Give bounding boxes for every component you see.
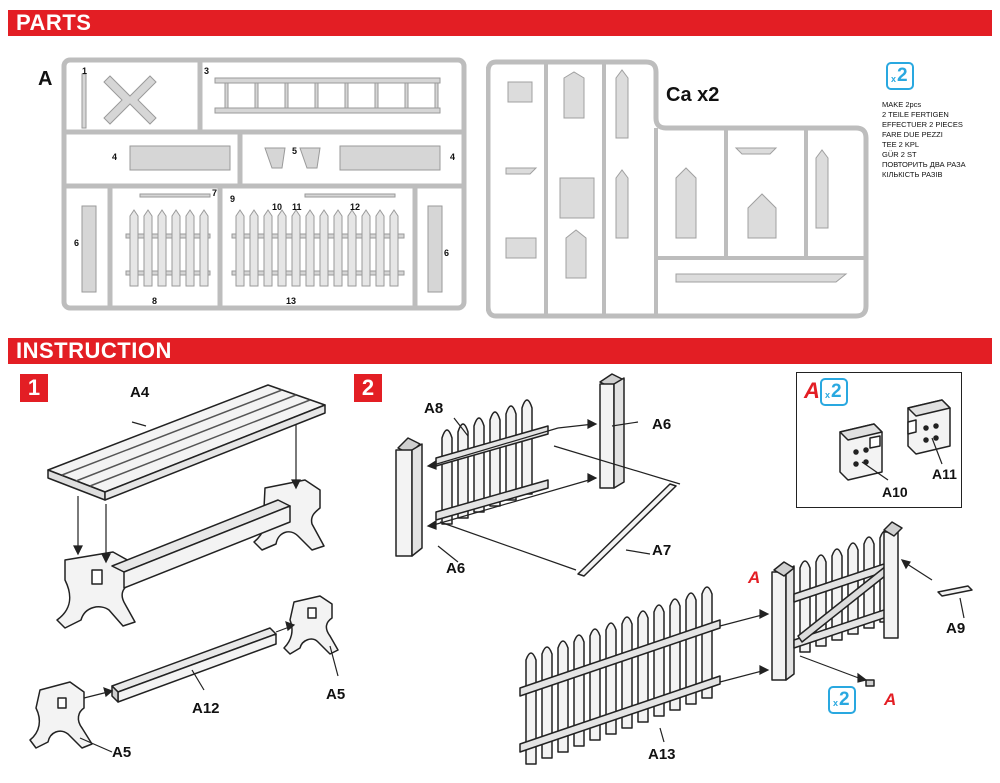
part-number: 1 — [82, 66, 88, 76]
label-a-red-2: A — [884, 690, 897, 709]
parts-header: PARTS — [8, 10, 992, 36]
part-number: 9 — [230, 194, 236, 204]
label-a13: A13 — [648, 746, 676, 763]
label-a6-left: A6 — [446, 560, 466, 577]
step-1-number: 1 — [20, 374, 48, 402]
label-a5-right: A5 — [326, 686, 346, 703]
label-a11: A11 — [932, 466, 957, 482]
make-line: TEE 2 KPL — [882, 140, 920, 149]
step-2-number: 2 — [354, 374, 382, 402]
label-a9: A9 — [946, 620, 966, 637]
make-line: ПОВТОРИТЬ ДВА РАЗА — [882, 160, 966, 169]
part-number: 12 — [350, 202, 361, 212]
make-line: EFFECTUER 2 PIECES — [882, 120, 963, 129]
make-line: GÜR 2 ST — [882, 150, 917, 159]
part-number: 3 — [204, 66, 210, 76]
sprue-a-frame — [61, 57, 467, 311]
inset-letter: A — [804, 378, 820, 403]
part-number: 4 — [112, 152, 118, 162]
part-number: 7 — [212, 188, 218, 198]
detail-inset — [796, 372, 962, 508]
part-number: 13 — [286, 296, 297, 306]
label-a-red-1: A — [748, 568, 761, 587]
part-number: 6 — [444, 248, 450, 258]
step-2-fence-diagram — [395, 373, 973, 765]
label-a7: A7 — [652, 542, 672, 559]
instruction-header: INSTRUCTION — [8, 338, 992, 364]
make-instructions: MAKE 2pcs 2 TEILE FERTIGEN EFFECTUER 2 P… — [882, 100, 966, 180]
make-line: MAKE 2pcs — [882, 100, 922, 109]
step-1-bench-diagram — [29, 384, 339, 753]
label-a12: A12 — [192, 700, 220, 717]
make-line: FARE DUE PEZZI — [882, 130, 943, 139]
inset-parts-diagram — [839, 399, 951, 481]
part-number: 4 — [450, 152, 456, 162]
part-number: 10 — [272, 202, 283, 212]
label-a4: A4 — [130, 384, 150, 401]
part-number: 8 — [152, 296, 158, 306]
part-number: 6 — [74, 238, 80, 248]
sprue-a-letter: A — [38, 68, 53, 90]
make-line: КІЛЬКІСТЬ РАЗІВ — [882, 170, 943, 179]
sprue-ca-label: Ca x2 — [666, 84, 720, 106]
make-line: 2 TEILE FERTIGEN — [882, 110, 949, 119]
part-number: 11 — [292, 202, 302, 212]
sprue-ca-frame — [486, 59, 869, 319]
label-a10: A10 — [882, 484, 908, 500]
label-a5-left: A5 — [112, 744, 132, 761]
part-number: 5 — [292, 146, 298, 156]
label-a8: A8 — [424, 400, 444, 417]
label-a6-right: A6 — [652, 416, 672, 433]
